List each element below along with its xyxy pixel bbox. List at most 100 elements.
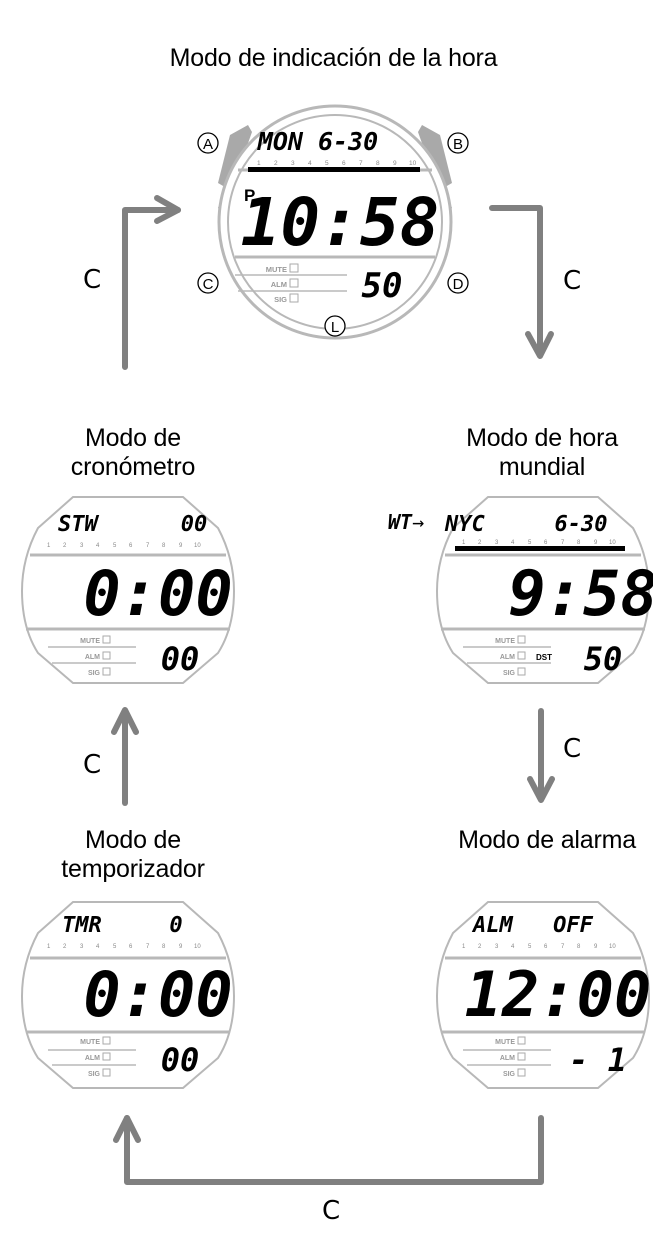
- svg-text:6: 6: [129, 543, 133, 549]
- button-c-label: C: [203, 276, 214, 293]
- svg-text:8: 8: [376, 160, 380, 167]
- stopwatch-title-line1: Modo de: [85, 424, 181, 452]
- arrow-alarm-to-timer: [113, 1115, 544, 1185]
- svg-text:5: 5: [113, 543, 117, 549]
- sig-indicator-label: SIG: [88, 1071, 101, 1078]
- svg-text:4: 4: [511, 540, 515, 546]
- top-line-right: OFF: [553, 913, 593, 938]
- wt-callout: WT→: [388, 510, 424, 534]
- transition-label-c: C: [563, 734, 582, 764]
- svg-text:9: 9: [179, 543, 183, 549]
- world-time-title-line2: mundial: [498, 453, 586, 481]
- svg-text:5: 5: [528, 944, 532, 950]
- seconds-display: 50: [362, 266, 403, 306]
- timer-title-line2: temporizador: [61, 855, 205, 883]
- svg-text:10: 10: [194, 944, 201, 950]
- svg-text:3: 3: [291, 160, 295, 167]
- top-line-right: 00: [181, 512, 208, 537]
- transition-label-c: C: [83, 265, 102, 295]
- sig-indicator-label: SIG: [274, 295, 287, 304]
- svg-text:5: 5: [325, 160, 329, 167]
- alm-indicator-label: ALM: [85, 1055, 100, 1062]
- alm-indicator-label: ALM: [85, 654, 100, 661]
- button-a-label: A: [203, 136, 213, 153]
- transition-label-c: C: [563, 266, 582, 296]
- svg-text:8: 8: [577, 944, 581, 950]
- svg-text:10: 10: [409, 160, 417, 167]
- top-line-display: MON 6-30: [257, 127, 378, 156]
- svg-text:3: 3: [80, 944, 84, 950]
- svg-text:3: 3: [495, 540, 499, 546]
- svg-text:6: 6: [342, 160, 346, 167]
- svg-text:2: 2: [478, 944, 482, 950]
- svg-text:3: 3: [495, 944, 499, 950]
- svg-text:1: 1: [47, 944, 51, 950]
- mute-indicator-label: MUTE: [80, 638, 100, 645]
- pm-indicator: P: [244, 186, 255, 205]
- top-line-left: STW: [58, 512, 99, 537]
- signal-bar: [248, 167, 420, 172]
- svg-text:2: 2: [478, 540, 482, 546]
- seconds-display: 50: [584, 640, 623, 678]
- sub-display: 00: [161, 640, 200, 678]
- world-time-mode-title: Modo de hora mundial: [437, 424, 647, 482]
- stopwatch-mode-title: Modo de cronómetro: [28, 424, 238, 482]
- svg-text:1: 1: [47, 543, 51, 549]
- svg-text:8: 8: [577, 540, 581, 546]
- main-time-display: 9:58: [508, 557, 653, 630]
- top-line-left: ALM: [471, 913, 513, 938]
- svg-text:7: 7: [146, 944, 150, 950]
- svg-text:1: 1: [462, 944, 466, 950]
- svg-text:2: 2: [274, 160, 278, 167]
- svg-text:2: 2: [63, 543, 67, 549]
- main-time-display: 0:00: [83, 958, 232, 1031]
- svg-text:9: 9: [393, 160, 397, 167]
- svg-text:9: 9: [594, 944, 598, 950]
- sig-indicator-label: SIG: [503, 1071, 516, 1078]
- main-time-display: 0:00: [83, 557, 232, 630]
- dst-indicator: DST: [536, 653, 552, 662]
- sig-indicator-label: SIG: [88, 670, 101, 677]
- alarm-mode-title: Modo de alarma: [458, 826, 636, 854]
- svg-text:7: 7: [561, 540, 565, 546]
- svg-text:10: 10: [194, 543, 201, 549]
- wt-callout-label: WT: [388, 510, 413, 534]
- alm-indicator-label: ALM: [271, 280, 287, 289]
- arrow-timekeeping-to-world-time: [489, 205, 554, 359]
- svg-text:7: 7: [146, 543, 150, 549]
- button-b-lug: [418, 125, 452, 190]
- alm-indicator-label: ALM: [500, 1055, 515, 1062]
- svg-text:6: 6: [129, 944, 133, 950]
- mute-indicator-label: MUTE: [495, 638, 515, 645]
- svg-text:9: 9: [594, 540, 598, 546]
- transition-label-c: C: [322, 1196, 341, 1226]
- main-time-display: 12:00: [465, 958, 652, 1031]
- svg-text:3: 3: [80, 543, 84, 549]
- button-b-label: B: [453, 136, 463, 153]
- top-line-right: 0: [169, 913, 182, 938]
- svg-text:10: 10: [609, 944, 616, 950]
- right-arrow-icon: →: [412, 510, 425, 534]
- svg-text:1: 1: [257, 160, 261, 167]
- svg-text:9: 9: [179, 944, 183, 950]
- top-line-left: TMR: [62, 913, 102, 938]
- svg-text:6: 6: [544, 540, 548, 546]
- arrow-world-time-to-alarm: [527, 708, 555, 803]
- mute-indicator-label: MUTE: [80, 1039, 100, 1046]
- svg-text:1: 1: [462, 540, 466, 546]
- transition-label-c: C: [83, 750, 102, 780]
- top-line-left: NYC: [444, 512, 485, 537]
- svg-text:8: 8: [162, 944, 166, 950]
- arrow-timer-to-stopwatch: [111, 707, 139, 806]
- button-d-label: D: [453, 276, 464, 293]
